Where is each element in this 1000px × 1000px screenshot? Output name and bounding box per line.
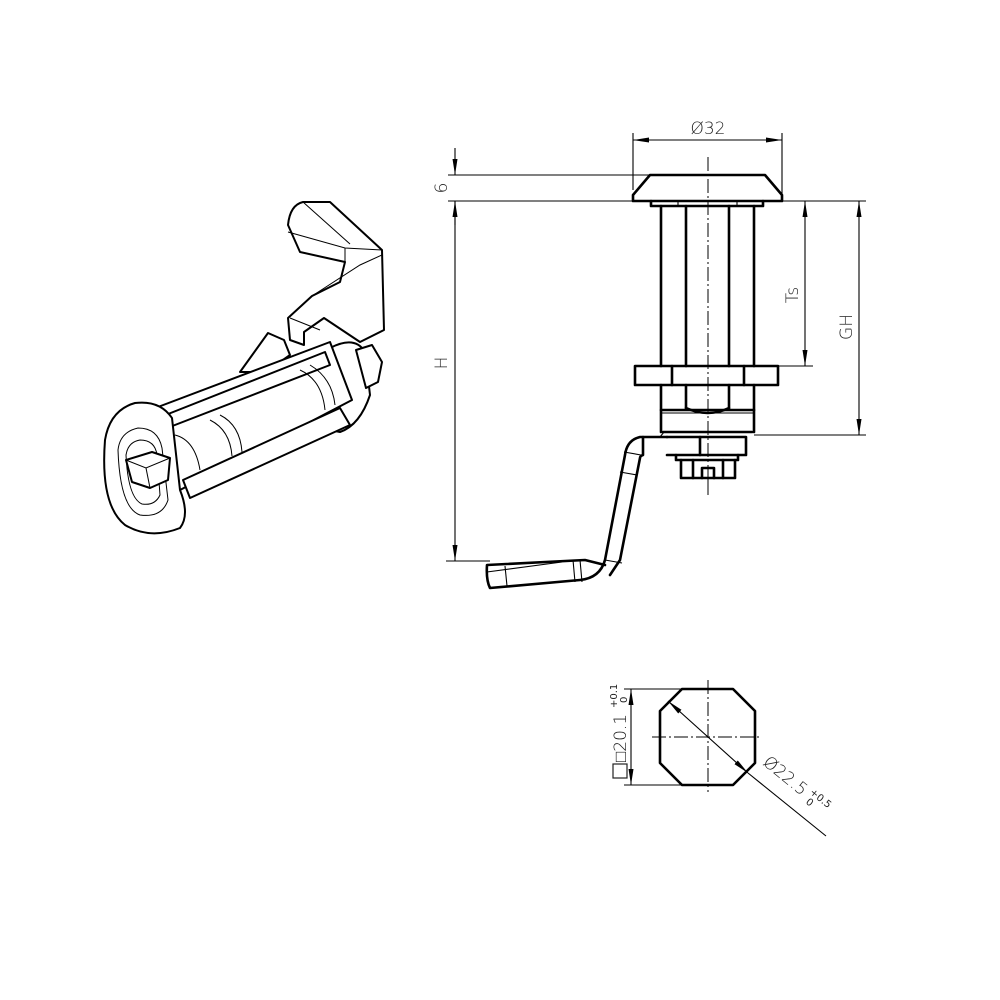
cutout-profile <box>658 687 757 787</box>
isometric-view <box>103 201 385 535</box>
side-elevation: Ø32 6 H Ts GH <box>432 119 866 590</box>
dim-head-diameter: Ø32 <box>690 119 725 139</box>
dim-grip-height: GH <box>837 314 857 340</box>
dim-cutout-square-tol-upper: +0.1 <box>609 684 620 708</box>
dim-cutout-diameter-tol-lower: 0 <box>803 797 815 810</box>
cutout-section: □20.1 +0.1 0 Ø22.5 +0.5 0 <box>609 680 833 837</box>
nut <box>633 364 780 387</box>
dim-cutout-diameter: Ø22.5 <box>759 752 811 800</box>
tongue <box>485 435 669 590</box>
dim-head-height: 6 <box>432 183 452 194</box>
dim-overall-height: H <box>432 357 452 370</box>
dim-cutout-square: □20.1 <box>611 714 631 762</box>
dim-cutout-square-tol-lower: 0 <box>619 697 630 703</box>
dim-thread-span: Ts <box>783 287 803 303</box>
